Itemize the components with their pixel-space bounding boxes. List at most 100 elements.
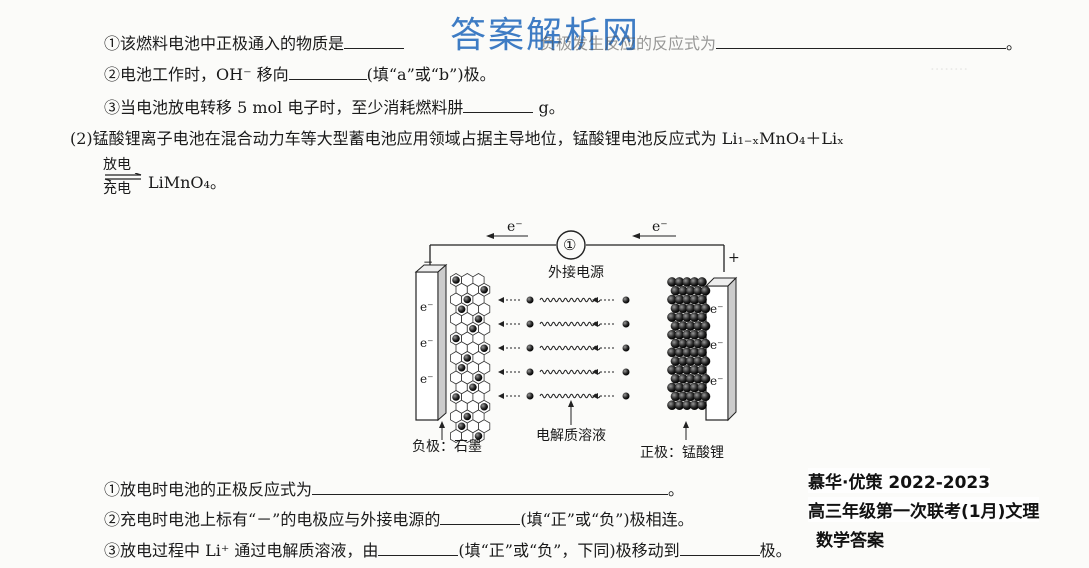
lithium-ion-dot bbox=[526, 320, 534, 328]
manganate-particle bbox=[685, 356, 696, 367]
manganate-particle bbox=[670, 321, 681, 331]
answer-blank[interactable] bbox=[344, 32, 405, 49]
manganate-particle bbox=[700, 303, 711, 314]
graphite-hex-cell bbox=[461, 409, 474, 424]
answer-blank[interactable] bbox=[378, 539, 459, 556]
q2-item1-end: 。 bbox=[668, 480, 685, 499]
power-source-symbol: ① bbox=[563, 236, 577, 254]
lithium-manganate-balls bbox=[667, 277, 711, 411]
manganate-particle bbox=[700, 338, 711, 349]
answer-blank[interactable] bbox=[288, 63, 367, 80]
q2-item3-end: 极。 bbox=[759, 541, 792, 560]
lithium-ion-dot bbox=[463, 295, 472, 304]
lithium-ion-dot bbox=[463, 412, 472, 421]
electrolyte-wave bbox=[539, 369, 601, 375]
lithium-ion-dot bbox=[622, 368, 630, 376]
electron-tag: e⁻ bbox=[710, 374, 724, 388]
manganate-particle bbox=[689, 347, 700, 358]
graphite-hex-cell bbox=[472, 312, 485, 326]
q2-item3: ③放电过程中 Li⁺ 通过电解质溶液，由(填“正”或“负”，下同)极移动到极。 bbox=[104, 539, 792, 562]
graphite-hex-cell bbox=[466, 302, 479, 317]
manganate-particle bbox=[674, 277, 685, 287]
manganate-particle bbox=[667, 294, 677, 305]
lithium-ion-dot bbox=[480, 402, 488, 411]
q1-item1-text-a: ①该燃料电池中正极通入的物质是 bbox=[104, 34, 345, 53]
lithium-ion-dot bbox=[526, 392, 534, 400]
positive-electrode-label: 正极：锰酸锂 bbox=[640, 445, 724, 461]
graphite-hex-cell bbox=[472, 390, 485, 404]
graphite-hex-cell bbox=[455, 282, 468, 297]
q2-item3-text-b: (填“正”或“负”，下同)极移动到 bbox=[458, 541, 680, 560]
manganate-particle bbox=[693, 391, 703, 402]
answer-blank[interactable] bbox=[312, 478, 669, 495]
arrow-left-icon bbox=[632, 233, 640, 239]
graphite-hex-cell bbox=[455, 419, 468, 434]
answer-blank[interactable] bbox=[440, 508, 521, 525]
electron-label-right: e⁻ bbox=[652, 219, 668, 235]
arrow-left-icon bbox=[592, 297, 598, 303]
manganate-particle bbox=[697, 329, 707, 340]
graphite-hex-cell bbox=[478, 302, 491, 317]
graphite-hex-cell bbox=[461, 331, 474, 346]
manganate-particle bbox=[667, 329, 677, 340]
graphite-hex-cell bbox=[472, 409, 485, 424]
manganate-particle bbox=[667, 365, 677, 375]
manganate-particle bbox=[670, 285, 681, 296]
q2-item2-text-b: (填“正”或“负”)极相连。 bbox=[520, 510, 694, 529]
manganate-particle bbox=[670, 303, 681, 314]
q2-item2-text-a: ②充电时电池上标有“－”的电极应与外接电源的 bbox=[104, 510, 441, 529]
exam-stamp-line3: 数学答案 bbox=[816, 531, 884, 551]
double-arrow-icon bbox=[104, 173, 142, 181]
graphite-hex-cell bbox=[449, 331, 463, 346]
graphite-hex-cell bbox=[478, 321, 491, 336]
graphite-hex-cell bbox=[466, 399, 479, 414]
graphite-hex-cell bbox=[461, 390, 474, 404]
arrow-left-icon bbox=[498, 321, 504, 327]
graphite-hex-cell bbox=[461, 292, 474, 307]
electrolyte-wave bbox=[539, 297, 601, 303]
manganate-particle bbox=[667, 312, 677, 323]
ion-migration-arrows bbox=[498, 296, 630, 400]
manganate-particle bbox=[674, 347, 685, 358]
negative-electrode-label: 负极：石墨 bbox=[412, 439, 482, 455]
manganate-particle bbox=[682, 347, 692, 358]
graphite-hex-cell bbox=[478, 360, 491, 375]
answer-blank[interactable] bbox=[716, 32, 1007, 49]
q1-item3-text-b: g。 bbox=[538, 98, 565, 117]
manganate-particle bbox=[689, 365, 700, 375]
lithium-ion-dot bbox=[457, 363, 466, 372]
manganate-particle bbox=[697, 277, 707, 287]
lithium-ion-dot bbox=[622, 392, 630, 400]
electron-tag: e⁻ bbox=[420, 372, 434, 386]
manganate-particle bbox=[678, 338, 688, 349]
manganate-particle bbox=[682, 277, 692, 287]
graphite-hex-cell bbox=[455, 302, 468, 317]
q2-item1: ①放电时电池的正极反应式为。 bbox=[104, 478, 684, 501]
manganate-particle bbox=[678, 356, 688, 367]
graphite-hex-cell bbox=[461, 370, 474, 385]
manganate-particle bbox=[670, 338, 681, 349]
lithium-ion-dot bbox=[469, 383, 477, 392]
watermark-logo: 答案解析网 bbox=[450, 15, 641, 56]
graphite-hex-cell bbox=[472, 370, 485, 385]
manganate-particle bbox=[682, 329, 692, 340]
manganate-particle bbox=[700, 391, 711, 402]
graphite-hex-cell bbox=[478, 282, 491, 297]
manganate-particle bbox=[697, 347, 707, 358]
manganate-particle bbox=[682, 400, 692, 411]
manganate-particle bbox=[689, 312, 700, 323]
manganate-particle bbox=[700, 321, 711, 331]
manganate-particle bbox=[693, 373, 703, 384]
manganate-particle bbox=[682, 312, 692, 323]
graphite-hex-cell bbox=[455, 341, 468, 356]
q1-item2-text-a: ②电池工作时，OH⁻ 移向 bbox=[104, 65, 289, 84]
electrolyte-label: 电解质溶液 bbox=[536, 428, 606, 444]
manganate-particle bbox=[682, 382, 692, 393]
manganate-particle bbox=[689, 400, 700, 411]
answer-blank[interactable] bbox=[679, 539, 760, 556]
arrow-left-icon bbox=[486, 233, 494, 239]
lithium-ion-dot bbox=[526, 296, 534, 304]
q1-item2-text-b: (填“a”或“b”)极。 bbox=[366, 65, 496, 84]
graphite-hex-cell bbox=[472, 273, 485, 287]
answer-blank[interactable] bbox=[463, 96, 534, 113]
